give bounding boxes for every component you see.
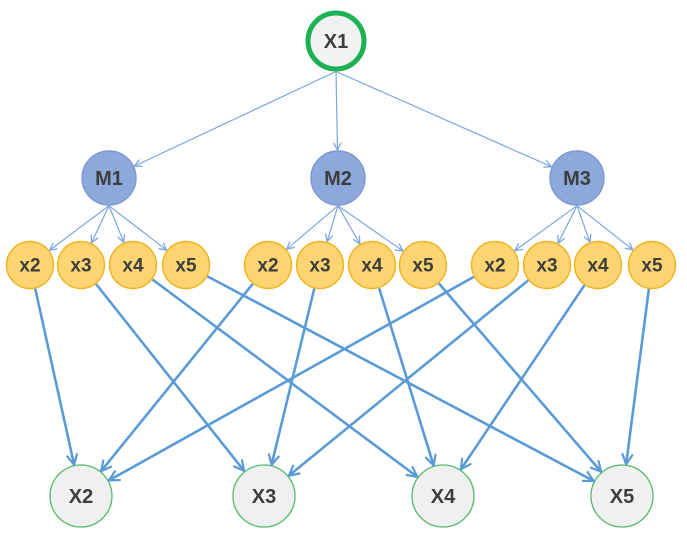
edge-X1-M1 [133, 70, 337, 168]
edge-X1-M3 [335, 70, 553, 168]
node-X4-label: X4 [431, 486, 456, 508]
node-m2x5-label: x5 [412, 256, 434, 277]
node-m2x3: x3 [295, 240, 345, 290]
node-m2x4-shape [347, 240, 397, 290]
node-M2-label: M2 [324, 168, 352, 190]
node-X4: X4 [411, 464, 475, 528]
edges-layer [33, 70, 651, 483]
node-m1x4-label: x4 [122, 256, 144, 277]
node-m2x3-shape [295, 240, 345, 290]
node-X1-label: X1 [324, 31, 348, 53]
edge-m2x2-X2 [100, 283, 254, 473]
node-X1: X1 [305, 10, 367, 72]
node-m2x4-label: x4 [361, 256, 383, 277]
node-M3-shape [549, 150, 605, 206]
edge-m2x4-X4 [377, 287, 437, 467]
node-m1x3-shape [56, 240, 106, 290]
node-X2-label: X2 [69, 486, 93, 508]
node-m2x5-shape [398, 240, 448, 290]
edge-M1-m1x4 [108, 205, 126, 243]
node-m3x4: x4 [573, 240, 623, 290]
edge-M3-m3x4 [576, 205, 592, 243]
node-M1: M1 [81, 150, 137, 206]
node-m1x5: x5 [161, 240, 211, 290]
node-m1x3-label: x3 [70, 256, 91, 277]
node-M3: M3 [549, 150, 605, 206]
edge-m3x2-X2 [107, 275, 475, 482]
edge-M2-m2x3 [325, 205, 339, 243]
node-m3x2: x2 [470, 240, 520, 290]
node-m2x2: x2 [243, 240, 293, 290]
node-M3-label: M3 [563, 168, 591, 190]
node-X4-shape [411, 464, 475, 528]
node-M2-shape [310, 150, 366, 206]
node-M1-shape [81, 150, 137, 206]
node-m1x4: x4 [108, 240, 158, 290]
edge-M2-m2x2 [286, 205, 339, 250]
edge-M2-m2x4 [337, 205, 361, 245]
node-M2: M2 [310, 150, 366, 206]
node-m3x5: x5 [627, 240, 677, 290]
node-m3x2-label: x2 [484, 256, 505, 277]
node-M1-label: M1 [95, 168, 123, 190]
edge-m1x3-X3 [95, 283, 246, 473]
node-m1x2-shape [5, 240, 55, 290]
node-X5-label: X5 [610, 486, 634, 508]
edge-m1x5-X5 [206, 275, 595, 483]
edge-M1-m1x3 [90, 205, 110, 244]
node-X5: X5 [590, 464, 654, 528]
node-m1x4-shape [108, 240, 158, 290]
node-m3x3: x3 [522, 240, 572, 290]
edge-M3-m3x2 [514, 205, 578, 252]
node-m1x5-shape [161, 240, 211, 290]
edge-M2-m2x5 [337, 205, 404, 252]
edge-M3-m3x3 [557, 205, 578, 244]
node-m1x5-label: x5 [175, 256, 197, 277]
node-m3x5-shape [627, 240, 677, 290]
node-m2x3-label: x3 [309, 256, 330, 277]
node-X1-shape [305, 10, 367, 72]
edge-m2x5-X5 [437, 282, 603, 473]
node-X3-shape [232, 464, 296, 528]
node-m3x3-shape [522, 240, 572, 290]
node-X2-shape [49, 464, 113, 528]
node-m3x5-label: x5 [641, 256, 663, 277]
edge-m1x2-X2 [33, 288, 78, 466]
edge-M3-m3x5 [576, 205, 634, 251]
edge-M1-m1x5 [108, 205, 168, 251]
node-m1x2-label: x2 [19, 256, 40, 277]
node-m3x4-shape [573, 240, 623, 290]
edge-X1-M2 [333, 71, 342, 151]
edge-M1-m1x2 [48, 205, 110, 251]
node-m2x2-shape [243, 240, 293, 290]
node-X3-label: X3 [252, 486, 276, 508]
node-m2x2-label: x2 [257, 256, 278, 277]
node-m1x3: x3 [56, 240, 106, 290]
node-X2: X2 [49, 464, 113, 528]
node-m3x2-shape [470, 240, 520, 290]
node-m1x2: x2 [5, 240, 55, 290]
edge-m3x5-X5 [621, 288, 651, 466]
node-X3: X3 [232, 464, 296, 528]
node-m2x5: x5 [398, 240, 448, 290]
edge-m3x4-X4 [459, 284, 586, 471]
node-m3x4-label: x4 [587, 256, 609, 277]
edge-m1x4-X4 [151, 278, 419, 478]
node-m3x3-label: x3 [536, 256, 557, 277]
node-m2x4: x4 [347, 240, 397, 290]
edge-m3x3-X3 [287, 279, 529, 477]
